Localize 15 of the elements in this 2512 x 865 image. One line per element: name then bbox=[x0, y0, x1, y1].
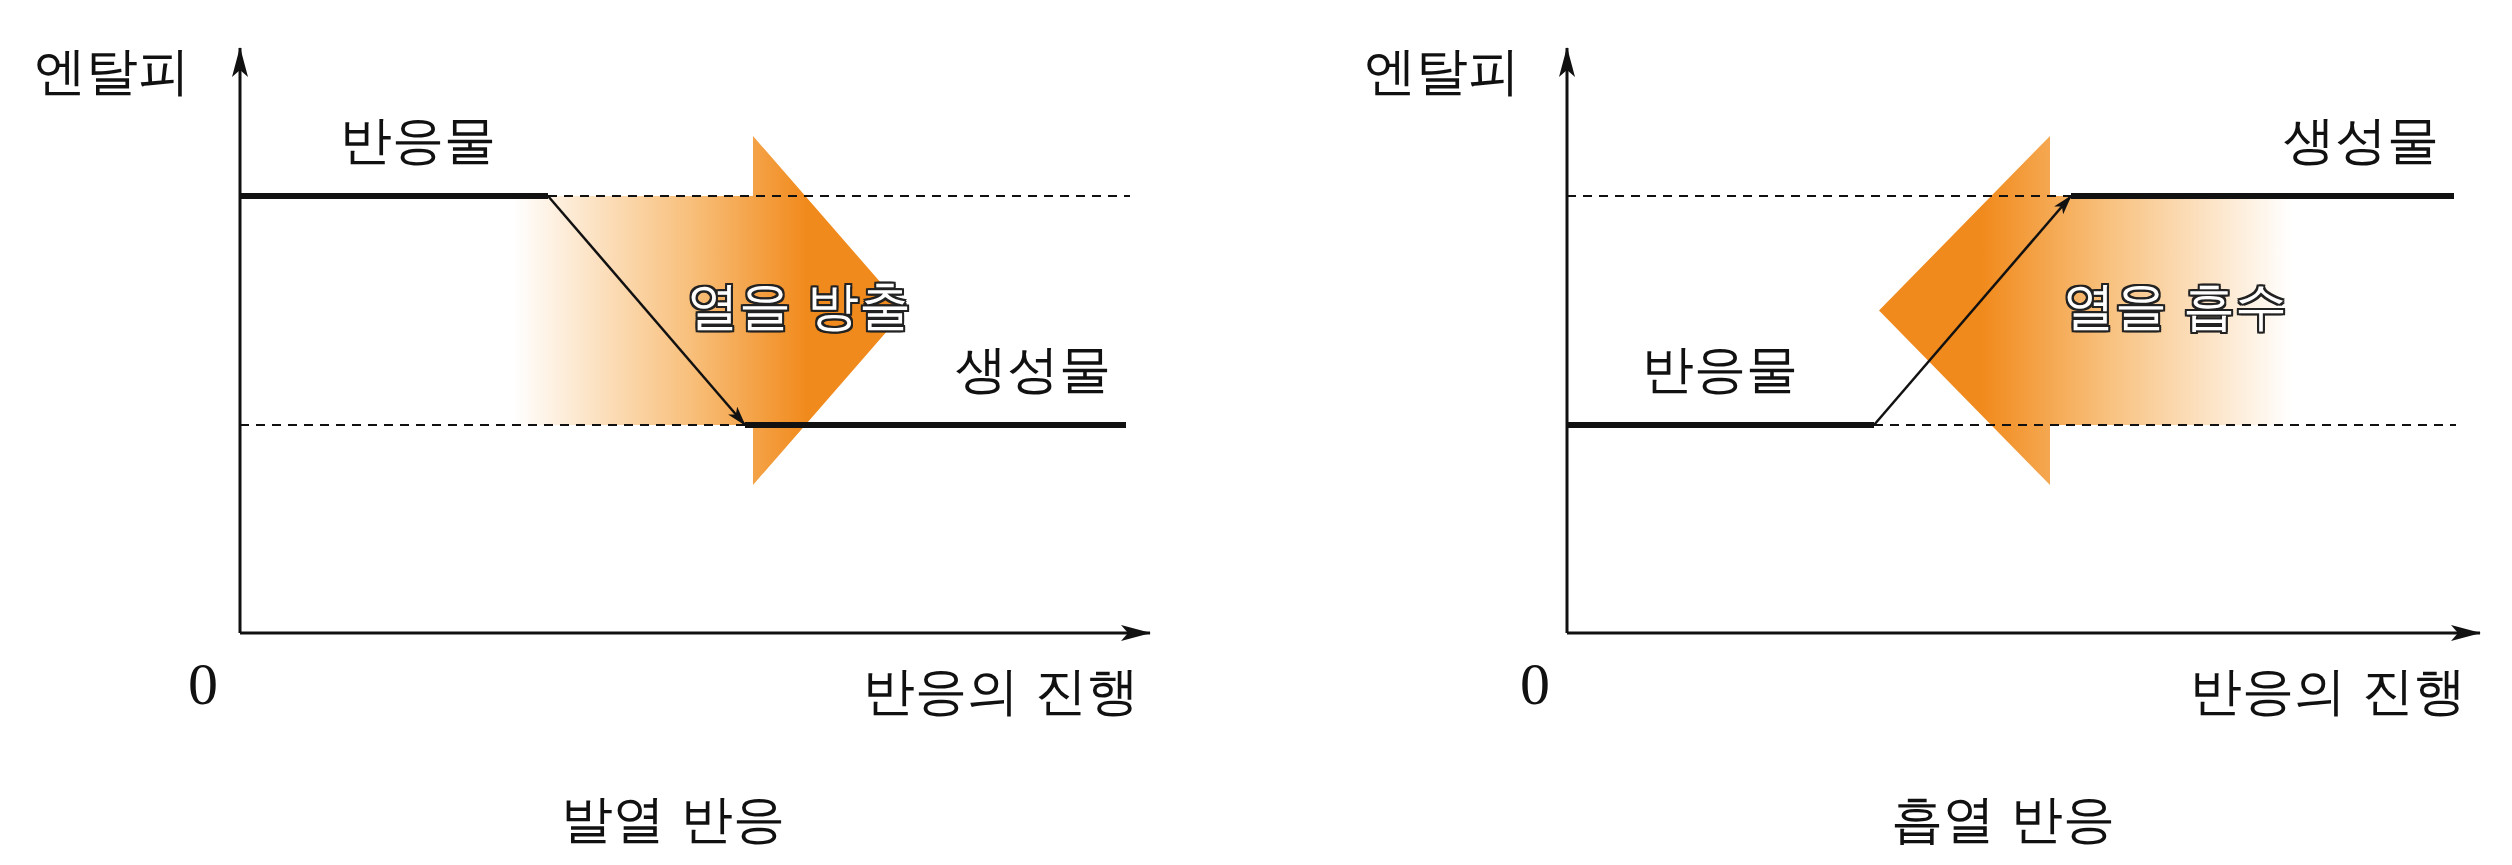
edge-label: 열을 흡수 bbox=[2062, 277, 2288, 336]
level-label: 반응물 bbox=[1642, 341, 1798, 399]
arrow bbox=[1873, 195, 2072, 426]
axis-origin-label: 0 bbox=[188, 651, 218, 717]
arrow bbox=[547, 195, 746, 426]
axis-origin-label: 0 bbox=[1520, 651, 1550, 717]
level-label: 생성물 bbox=[955, 341, 1111, 399]
y-axis-label: 엔탈피 bbox=[1364, 43, 1520, 101]
x-axis-label: 반응의 진행 bbox=[862, 663, 1140, 721]
y-axis-label: 엔탈피 bbox=[34, 43, 190, 101]
level-label: 생성물 bbox=[2283, 112, 2439, 170]
x-axis-label: 반응의 진행 bbox=[2189, 663, 2467, 721]
diagram-caption: 흡열 반응 bbox=[1890, 791, 2116, 849]
level-label: 반응물 bbox=[340, 112, 496, 170]
diagram-caption: 발열 반응 bbox=[560, 791, 786, 849]
